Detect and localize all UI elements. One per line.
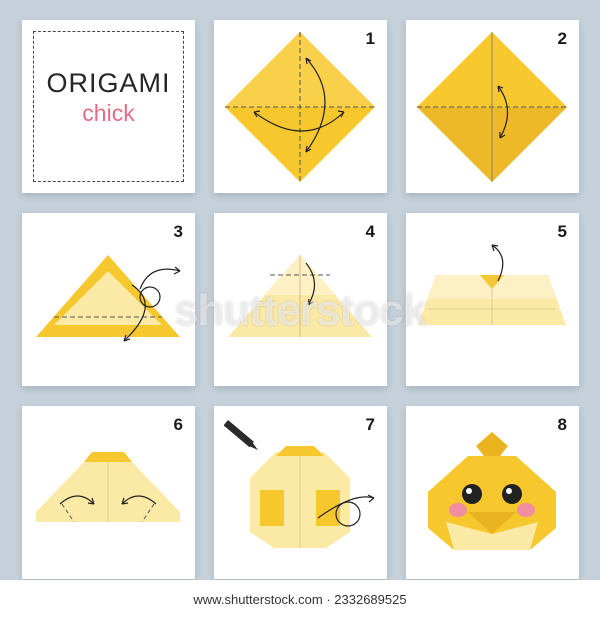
title-card: ORIGAMI chick [22, 20, 195, 193]
step-number: 7 [365, 415, 375, 434]
left-eye [462, 484, 482, 504]
step-5-diagram [418, 244, 566, 325]
step-number: 8 [557, 415, 567, 434]
step-card-5: 5 [406, 213, 579, 386]
step-number: 4 [365, 222, 375, 241]
step-6-diagram [36, 452, 180, 523]
step-card-4: 4 [214, 213, 387, 386]
fold-arrow-horizontal [253, 111, 345, 132]
right-fold-line [141, 503, 155, 523]
arrowhead [367, 494, 375, 503]
left-fold-line [61, 503, 75, 523]
left-eye-shine [466, 488, 472, 494]
left-wing-fold [260, 490, 284, 526]
step-number: 1 [365, 29, 375, 48]
step-card-6: 6 [22, 406, 195, 579]
arrowheads-vertical [305, 57, 312, 153]
step-card-3: 3 [22, 213, 195, 386]
step-number: 2 [557, 29, 567, 48]
arrowheads [497, 85, 506, 139]
step-card-8: 8 [406, 406, 579, 579]
beak-flap [84, 452, 132, 462]
right-fold-arrow [121, 495, 157, 505]
fold-arrow-vertical [305, 57, 326, 153]
step-number: 5 [557, 222, 567, 241]
fold-arrow-up [491, 244, 504, 282]
right-eye [502, 484, 522, 504]
arrowhead-turn [173, 266, 181, 275]
title-sub: chick [82, 100, 135, 126]
arrowheads-horizontal [253, 110, 345, 118]
step-2-diagram [417, 32, 567, 182]
step-card-7: 7 [214, 406, 387, 579]
arrowhead [491, 244, 499, 252]
inner-fold-layer [54, 271, 162, 325]
step-3-diagram [36, 255, 181, 342]
step-number: 3 [173, 222, 183, 241]
step-7-diagram [223, 420, 375, 548]
step-number: 6 [173, 415, 183, 434]
step-1-diagram [225, 32, 375, 182]
left-fold-arrow [59, 495, 95, 505]
left-arrowhead [87, 497, 95, 505]
step-card-2: 2 [406, 20, 579, 193]
paper-upper-shade [225, 32, 375, 107]
chick-beak [468, 512, 516, 534]
turn-over-loop [139, 286, 161, 308]
turn-over-loop [335, 501, 361, 527]
right-wing-fold [316, 490, 340, 526]
right-cheek [517, 503, 535, 517]
arrowhead-down [123, 334, 131, 342]
turn-arrow [139, 268, 181, 290]
chick-tuft [476, 432, 508, 456]
fold-arrow-down [497, 85, 509, 139]
left-cheek [449, 503, 467, 517]
right-eye-shine [506, 488, 512, 494]
footer-credit: www.shutterstock.com · 2332689525 [0, 580, 600, 620]
chick-final-diagram [428, 432, 556, 550]
right-arrowhead [121, 497, 129, 505]
step-4-diagram [228, 255, 372, 337]
arrowhead [307, 298, 314, 306]
turn-arrow [317, 496, 375, 519]
step-card-1: 1 [214, 20, 387, 193]
fold-arrow-down [123, 284, 146, 342]
fold-arrow-down [305, 262, 316, 306]
title-dashed-frame [33, 31, 184, 182]
title-main: ORIGAMI [46, 68, 171, 98]
pencil-icon [223, 420, 258, 450]
chick-body-bottom [446, 522, 538, 550]
beak-flap [276, 446, 324, 456]
